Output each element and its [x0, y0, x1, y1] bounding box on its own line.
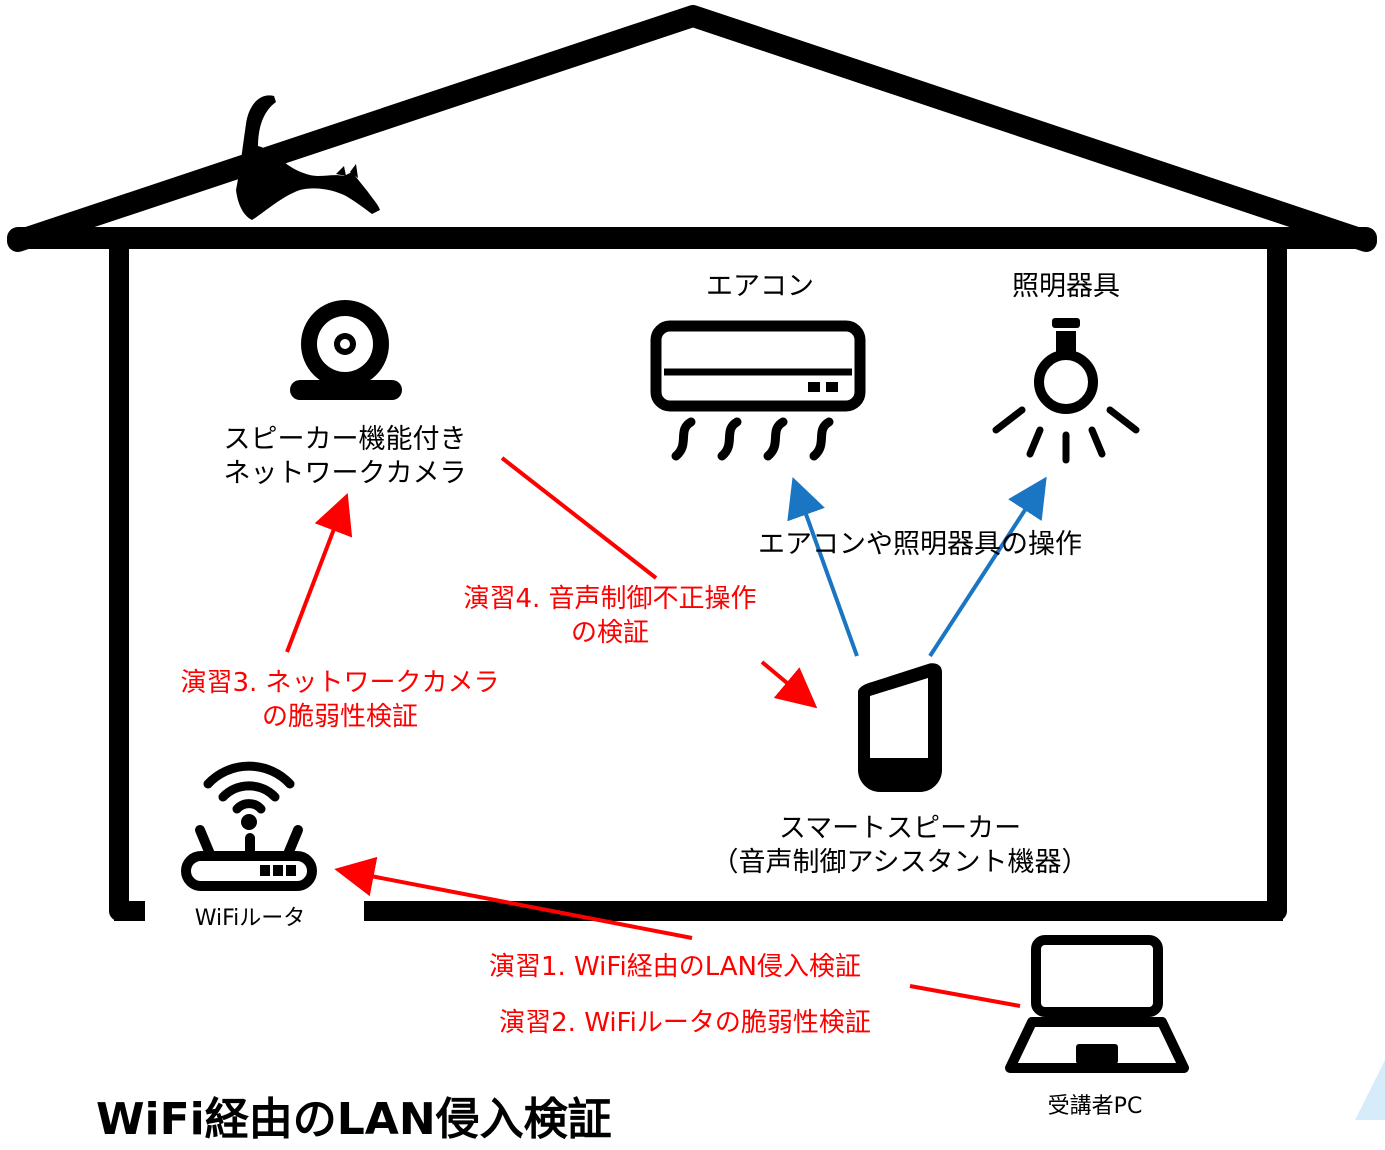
arrow-ex3-to-camera: [285, 493, 353, 653]
roof: [7, 5, 1377, 252]
exercise-4-label: 演習4. 音声制御不正操作 の検証: [420, 582, 800, 650]
air-conditioner-icon: [650, 320, 866, 461]
speaker-label: スマートスピーカー （音声制御アシスタント機器）: [690, 812, 1110, 880]
wifi-router-icon: [181, 761, 317, 891]
corner-decoration: [1355, 1060, 1385, 1120]
aircon-label: エアコン: [706, 271, 814, 302]
camera-label: スピーカー機能付き ネットワークカメラ: [195, 423, 495, 491]
speaker-label-line1: スマートスピーカー: [778, 813, 1022, 844]
light-bulb-icon: [992, 318, 1140, 464]
cat-icon: [236, 95, 380, 220]
smart-speaker-icon: [858, 663, 942, 792]
exercise-3-line2: の脆弱性検証: [261, 702, 418, 732]
router-label: WiFiルータ: [194, 906, 306, 931]
light-label: 照明器具: [1012, 271, 1120, 302]
arrow-pc-to-router: [334, 856, 693, 940]
arrow-to-aircon: [787, 476, 859, 657]
pc-label: 受講者PC: [1047, 1094, 1143, 1119]
arrow-pc-line: [909, 984, 1021, 1008]
exercise-3-line1: 演習3. ネットワークカメラ: [180, 668, 500, 698]
exercise-4-line2: の検証: [570, 618, 649, 648]
arrow-to-light: [928, 476, 1047, 658]
arrow-ex4-from-camera: [500, 456, 658, 580]
laptop-icon: [1005, 935, 1189, 1073]
exercise-4-line1: 演習4. 音声制御不正操作: [463, 584, 757, 614]
page-heading: WiFi経由のLAN侵入検証: [96, 1094, 612, 1145]
exercise-2-label: 演習2. WiFiルータの脆弱性検証: [499, 1008, 871, 1038]
speaker-label-line2: （音声制御アシスタント機器）: [711, 847, 1089, 878]
arrow-ex4-to-speaker: [760, 660, 818, 709]
exercise-3-label: 演習3. ネットワークカメラ の脆弱性検証: [140, 666, 540, 734]
connection-arrows: [285, 456, 1047, 1008]
camera-label-line1: スピーカー機能付き: [223, 424, 467, 455]
network-camera-icon: [290, 300, 402, 400]
camera-label-line2: ネットワークカメラ: [223, 458, 467, 489]
control-label: エアコンや照明器具の操作: [758, 529, 1082, 560]
exercise-1-label: 演習1. WiFi経由のLAN侵入検証: [488, 952, 862, 982]
